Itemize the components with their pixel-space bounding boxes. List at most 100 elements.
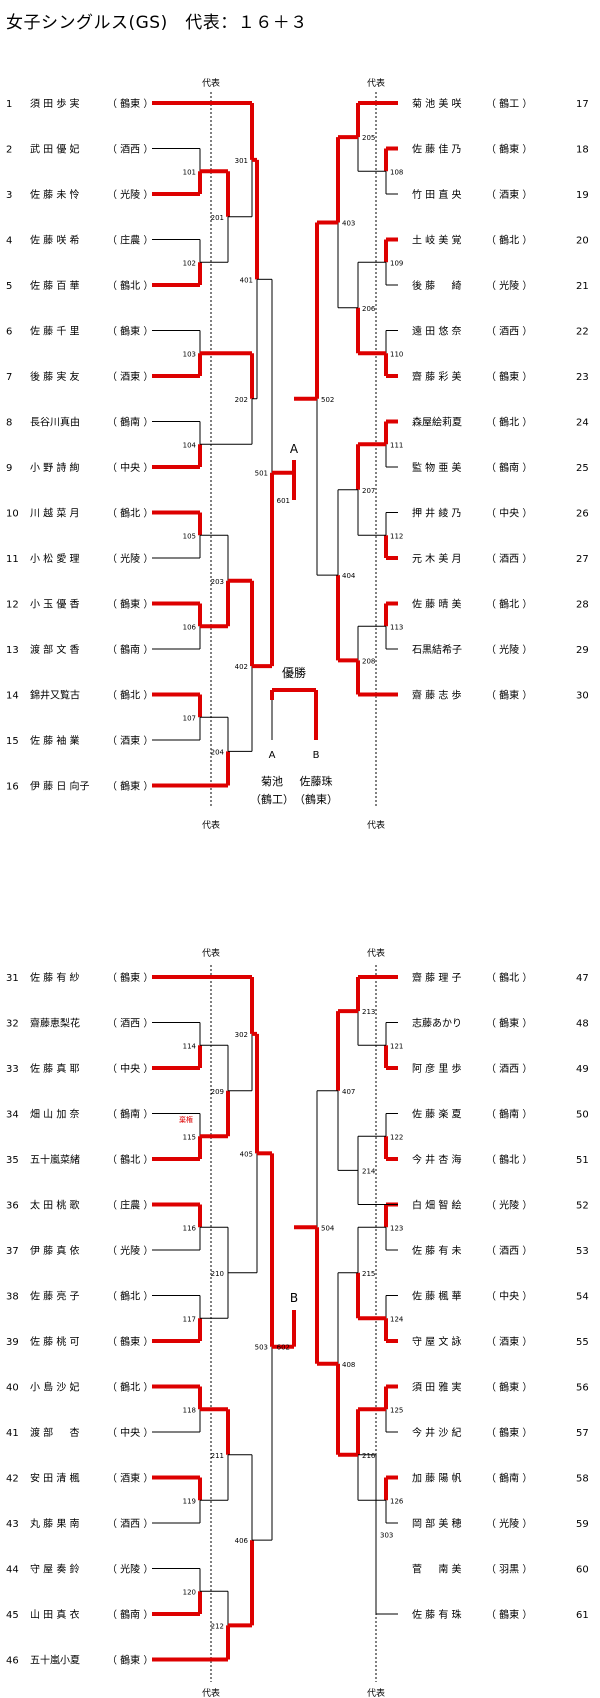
player-name: 守 屋 文 詠 [412, 1335, 462, 1348]
rep-label: 代表 [202, 77, 220, 89]
player-team: （ 鶴東 ） [486, 370, 532, 383]
entry-number: 13 [6, 645, 19, 656]
entry-number: 17 [576, 99, 589, 110]
player-team: （ 鶴北 ） [486, 971, 532, 984]
rep-label: 代表 [367, 1687, 385, 1698]
match-number: 211 [211, 1452, 224, 1460]
player-team: （ 庄農 ） [107, 1199, 153, 1212]
entry-number: 61 [576, 1610, 589, 1621]
player-team: （ 庄農 ） [107, 234, 153, 247]
player-team: （ 鶴東 ） [486, 1017, 532, 1030]
player-team: （ 光陵 ） [486, 643, 532, 656]
player-name: 佐 藤 有 未 [412, 1244, 462, 1257]
entry-number: 48 [576, 1019, 589, 1030]
entry-number: 58 [576, 1474, 589, 1485]
player-name: 小 島 沙 妃 [30, 1381, 80, 1394]
player-name: 佐 藤 楽 夏 [412, 1108, 462, 1121]
player-name: 佐 藤 晴 美 [412, 598, 462, 611]
entry-number: 2 [6, 145, 12, 156]
player-name: 齋 藤 彩 美 [412, 370, 462, 383]
player-team: （ 中央 ） [486, 1290, 532, 1303]
match-number: 203 [211, 578, 224, 586]
entry-number: 41 [6, 1428, 19, 1439]
entry-number: 9 [6, 463, 12, 474]
final-marker: A [290, 442, 299, 456]
player-team: （ 鶴東 ） [486, 143, 532, 156]
match-number: 105 [183, 532, 196, 540]
player-name: 山 田 真 衣 [30, 1608, 80, 1621]
match-number: 101 [183, 168, 196, 176]
player-team: （ 鶴東 ） [486, 1608, 532, 1621]
player-team: （ 鶴東 ） [107, 1335, 153, 1348]
page-title: 女子シングルス(GS) 代表：１６＋３ [6, 13, 308, 33]
final-b-team: （鶴東） [294, 792, 338, 806]
player-team: （ 酒西 ） [107, 1518, 153, 1530]
entry-number: 47 [576, 973, 589, 984]
player-team: （ 鶴東 ） [107, 97, 153, 110]
player-team: （ 鶴東 ） [107, 325, 153, 338]
player-name: 後 藤 実 友 [30, 370, 80, 383]
player-team: （ 鶴東 ） [107, 598, 153, 611]
entry-number: 33 [6, 1064, 19, 1075]
player-name: 錦井又覧古 [30, 689, 80, 702]
entry-number: 38 [6, 1292, 19, 1303]
match-number: 106 [183, 623, 197, 631]
entry-number: 15 [6, 736, 19, 747]
match-number: 126 [390, 1497, 404, 1505]
entry-number: 20 [576, 236, 589, 247]
player-name: 須 田 歩 実 [30, 97, 80, 110]
player-team: （ 中央 ） [107, 1426, 153, 1439]
match-number: 303 [380, 1531, 393, 1539]
entry-number: 7 [6, 372, 12, 383]
player-team: （ 酒東 ） [486, 1335, 532, 1348]
match-number: 107 [183, 714, 196, 722]
final-b-label: B [313, 750, 320, 761]
player-team: （ 鶴東 ） [486, 1381, 532, 1394]
match-number: 103 [183, 350, 196, 358]
player-team: （ 酒西 ） [486, 326, 532, 338]
entry-number: 31 [6, 973, 19, 984]
player-team: （ 酒東 ） [107, 1472, 153, 1485]
player-team: （ 酒西 ） [486, 1245, 532, 1257]
entry-number: 14 [6, 691, 19, 702]
entry-number: 44 [6, 1565, 19, 1576]
match-number: 119 [183, 1497, 196, 1505]
entry-number: 24 [576, 418, 589, 429]
player-team: （ 光陵 ） [486, 1517, 532, 1530]
final-b-name: 佐藤珠 [300, 774, 333, 788]
player-name: 監 物 亜 美 [412, 461, 462, 474]
player-name: 齋藤恵梨花 [30, 1017, 80, 1030]
match-number: 504 [321, 1224, 335, 1232]
player-team: （ 中央 ） [107, 1062, 153, 1075]
match-number: 123 [390, 1224, 403, 1232]
player-name: 齋 藤 理 子 [412, 971, 462, 984]
entry-number: 3 [6, 190, 12, 201]
player-team: （ 鶴東 ） [107, 1654, 153, 1667]
player-team: （ 鶴南 ） [107, 643, 153, 656]
player-team: （ 鶴北 ） [486, 234, 532, 247]
match-number: 206 [362, 305, 376, 313]
match-number: 402 [235, 663, 248, 671]
entry-number: 29 [576, 645, 589, 656]
match-number: 115 [183, 1133, 196, 1141]
entry-number: 19 [576, 190, 589, 201]
entry-number: 56 [576, 1383, 589, 1394]
player-team: （ 光陵 ） [107, 1563, 153, 1576]
player-team: （ 鶴工 ） [486, 97, 532, 110]
entry-number: 50 [576, 1110, 589, 1121]
player-team: （ 鶴南 ） [486, 1108, 532, 1121]
final-a-team: （鶴工） [250, 792, 294, 806]
match-number: 117 [183, 1315, 196, 1323]
player-team: （ 鶴北 ） [107, 279, 153, 292]
match-number: 214 [362, 1167, 376, 1175]
match-number: 301 [235, 157, 248, 165]
match-number: 503 [255, 1344, 268, 1352]
player-team: （ 酒東 ） [107, 370, 153, 383]
player-name: 押 井 綾 乃 [412, 507, 462, 520]
player-team: （ 光陵 ） [107, 1244, 153, 1257]
entry-number: 49 [576, 1064, 589, 1075]
match-number: 407 [342, 1088, 355, 1096]
match-number: 113 [390, 623, 403, 631]
player-name: 佐 藤 千 里 [30, 326, 80, 338]
